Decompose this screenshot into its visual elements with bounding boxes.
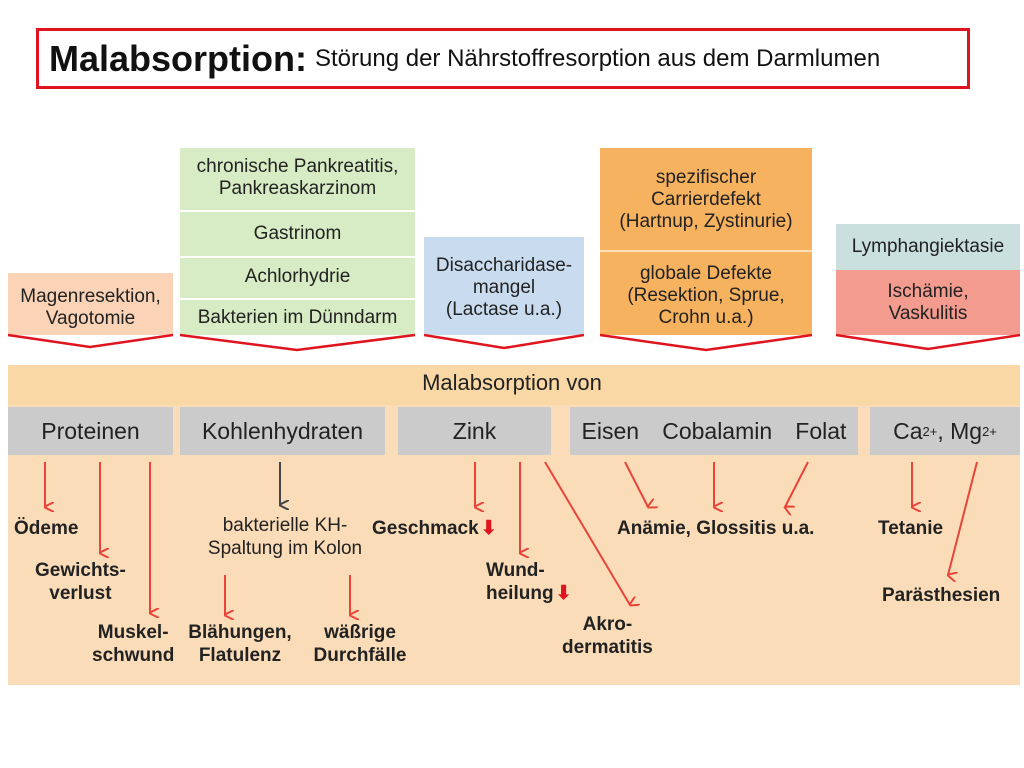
chevron-col2 [179,333,416,352]
cause-col5-bottom [836,270,1020,335]
divider [180,210,415,212]
effect-taste: Geschmack⬇ [372,518,497,539]
chevron-col3 [423,333,585,350]
cause-bacteria: Bakterien im Dünndarm [197,306,398,328]
decrease-arrow-icon: ⬇ [480,518,497,539]
cause-disaccharidase: Disaccharidase-mangel(Lactase u.a.) [435,255,573,320]
arrow-anemia-iron [624,461,648,507]
title-main: Malabsorption: [49,37,307,79]
malabsorption-band [8,365,1020,405]
cause-col3-box [424,237,584,335]
cause-col4-box [600,148,812,335]
category-zinc: Zink [398,407,551,455]
effect-anemia: Anämie, Glossitis u.a. [617,518,815,539]
cause-col1-box [8,273,173,335]
divider [180,298,415,300]
cause-ischemia: Ischämie,Vaskulitis [887,281,969,324]
effect-bloating: Blähungen,Flatulenz [188,622,292,666]
category-cobalamin: Cobalamin [662,417,773,444]
effect-muscle-wasting: Muskel-schwund [92,622,175,666]
cause-gastric-resection: Magenresektion,Vagotomie [20,285,161,329]
arrow-acro [544,461,630,605]
divider [600,250,812,252]
cause-gastrinom: Gastrinom [253,223,342,245]
effect-acrodermatitis: Akro-dermatitis [562,614,653,658]
effect-tetany: Tetanie [878,518,944,539]
effect-paresthesia: Parästhesien [882,585,1001,606]
chevron-col5 [835,333,1021,351]
title-subtitle: Störung der Nährstoffresorption aus dem … [315,44,881,72]
category-iron-cobalamin-folate: Eisen Cobalamin Folat [570,407,858,455]
band-label: Malabsorption von [422,370,602,395]
arrow-anemia-folate [785,461,809,507]
chevron-col4 [599,333,813,352]
divider [180,256,415,258]
category-proteins: Proteinen [8,407,173,455]
cause-pancreatitis: chronische Pankreatitis,Pankreaskarzinom [196,156,399,199]
effect-weight-loss: Gewichts-verlust [35,560,126,604]
cause-col2-box [180,148,415,335]
decrease-arrow-icon: ⬇ [555,582,572,604]
category-folate: Folat [795,417,847,444]
chevron-col1 [7,333,174,349]
arrow-paresthesia [948,461,978,575]
effect-oedeme: Ödeme [14,518,79,539]
effect-wound-healing: Wund-heilung⬇ [486,560,572,604]
cause-col5-top [836,224,1020,270]
category-carbohydrates: Kohlenhydraten [180,407,385,455]
cause-lymphangiektasie: Lymphangiektasie [851,236,1005,258]
cause-global-defects: globale Defekte(Resektion, Sprue,Crohn u… [627,263,785,328]
category-iron: Eisen [581,417,640,444]
cause-achlorhydrie: Achlorhydrie [244,266,351,288]
effect-bacterial-cleavage: bakterielle KH-Spaltung im Kolon [207,515,363,559]
title-box: Malabsorption: Störung der Nährstoffreso… [36,28,970,89]
